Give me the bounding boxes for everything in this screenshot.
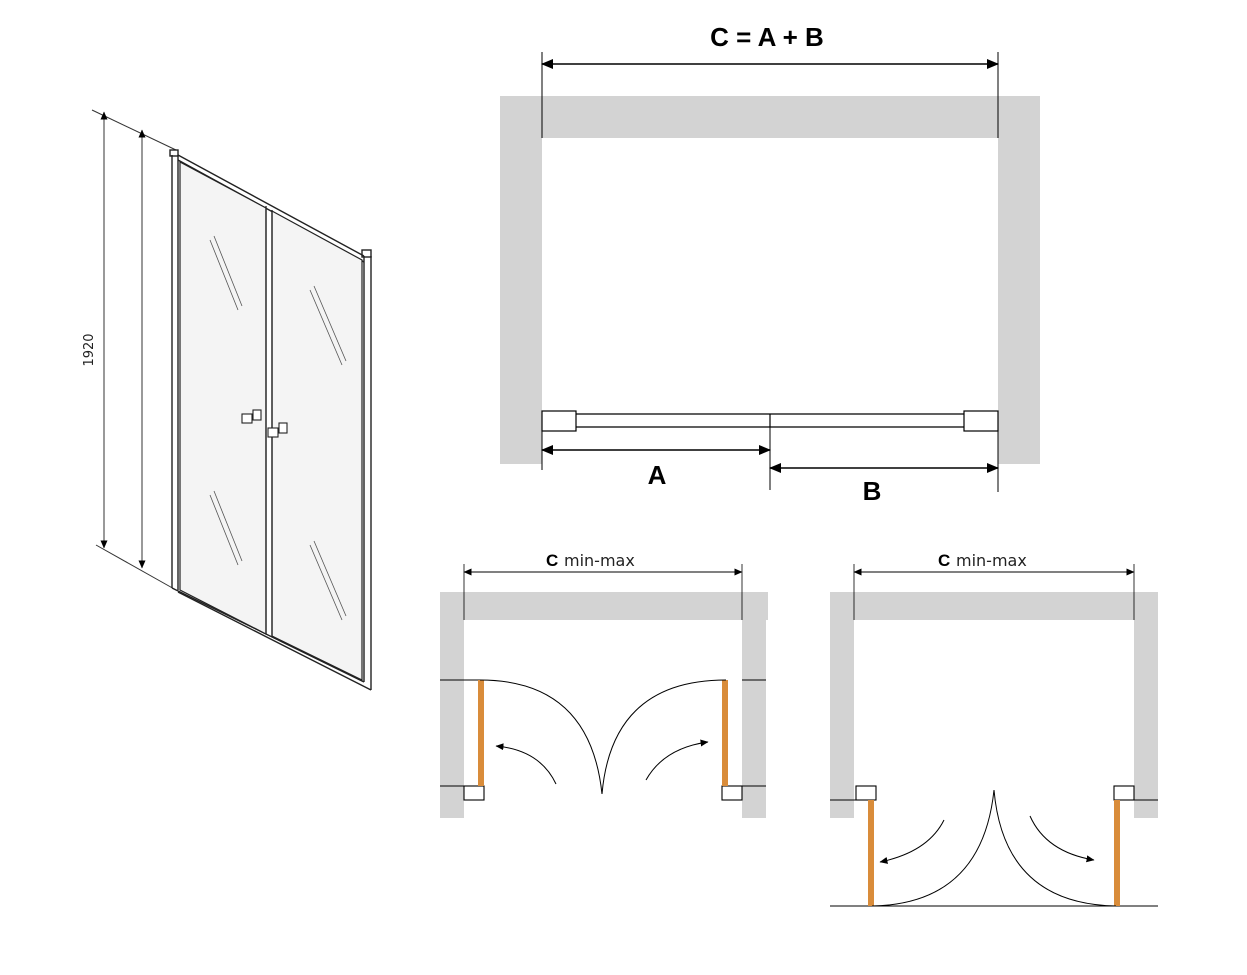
inward-right-door-panel	[722, 680, 728, 786]
inward-c-letter: C	[546, 551, 558, 570]
inward-left-door-panel	[478, 680, 484, 786]
total-width-label: C = A + B	[710, 22, 824, 52]
inward-range-label: min-max	[564, 551, 635, 570]
outward-walls	[830, 592, 1158, 818]
part-b-label: B	[863, 476, 882, 506]
front-view: 1920	[82, 109, 372, 691]
center-profile	[265, 206, 273, 636]
inward-walls	[440, 592, 768, 818]
outward-range-label: min-max	[956, 551, 1027, 570]
right-glass-panel	[271, 209, 363, 681]
height-dimension	[91, 109, 177, 591]
outward-left-door-panel	[868, 800, 874, 906]
left-glass-panel	[179, 160, 267, 635]
outward-right-door-panel	[1114, 800, 1120, 906]
part-a-label: A	[648, 460, 667, 490]
top-plan: C = A + B A B	[500, 22, 1040, 506]
swing-inward-plan: C min-max	[440, 551, 768, 818]
door-handles	[241, 409, 288, 438]
height-label: 1920	[82, 333, 97, 366]
plan-walls	[500, 96, 1040, 464]
swing-outward-plan: C min-max	[830, 551, 1158, 907]
outward-c-letter: C	[938, 551, 950, 570]
